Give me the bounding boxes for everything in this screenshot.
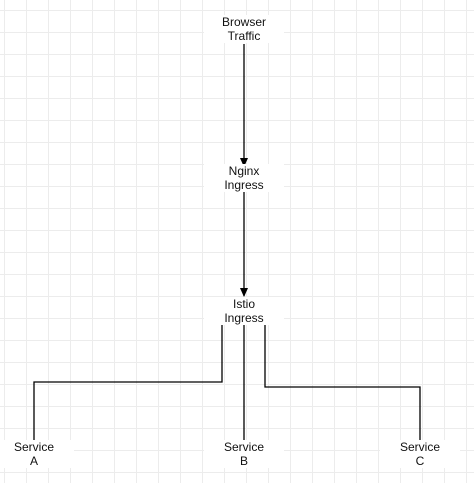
node-browser-traffic-line2: Traffic	[227, 29, 261, 43]
node-browser-traffic-line1: Browser	[221, 15, 266, 29]
node-service-b-line2: B	[239, 454, 248, 468]
node-istio-ingress[interactable]: Istio Ingress	[204, 297, 284, 325]
node-service-c[interactable]: Service C	[380, 440, 460, 468]
node-istio-ingress-line1: Istio	[232, 297, 255, 311]
node-service-a-line2: A	[29, 454, 38, 468]
node-service-a[interactable]: Service A	[0, 440, 74, 468]
node-nginx-ingress-line1: Nginx	[228, 164, 260, 178]
node-browser-traffic[interactable]: Browser Traffic	[204, 15, 284, 43]
edge-istio-to-service-a	[30, 322, 223, 455]
node-service-c-line2: C	[415, 454, 425, 468]
node-service-b[interactable]: Service B	[204, 440, 284, 468]
node-nginx-ingress-line2: Ingress	[224, 178, 264, 192]
node-service-a-line1: Service	[13, 440, 54, 454]
node-nginx-ingress[interactable]: Nginx Ingress	[204, 164, 284, 192]
node-istio-ingress-line2: Ingress	[224, 311, 264, 325]
node-service-b-line1: Service	[223, 440, 264, 454]
edge-istio-to-service-c	[264, 322, 424, 455]
node-service-c-line1: Service	[399, 440, 440, 454]
